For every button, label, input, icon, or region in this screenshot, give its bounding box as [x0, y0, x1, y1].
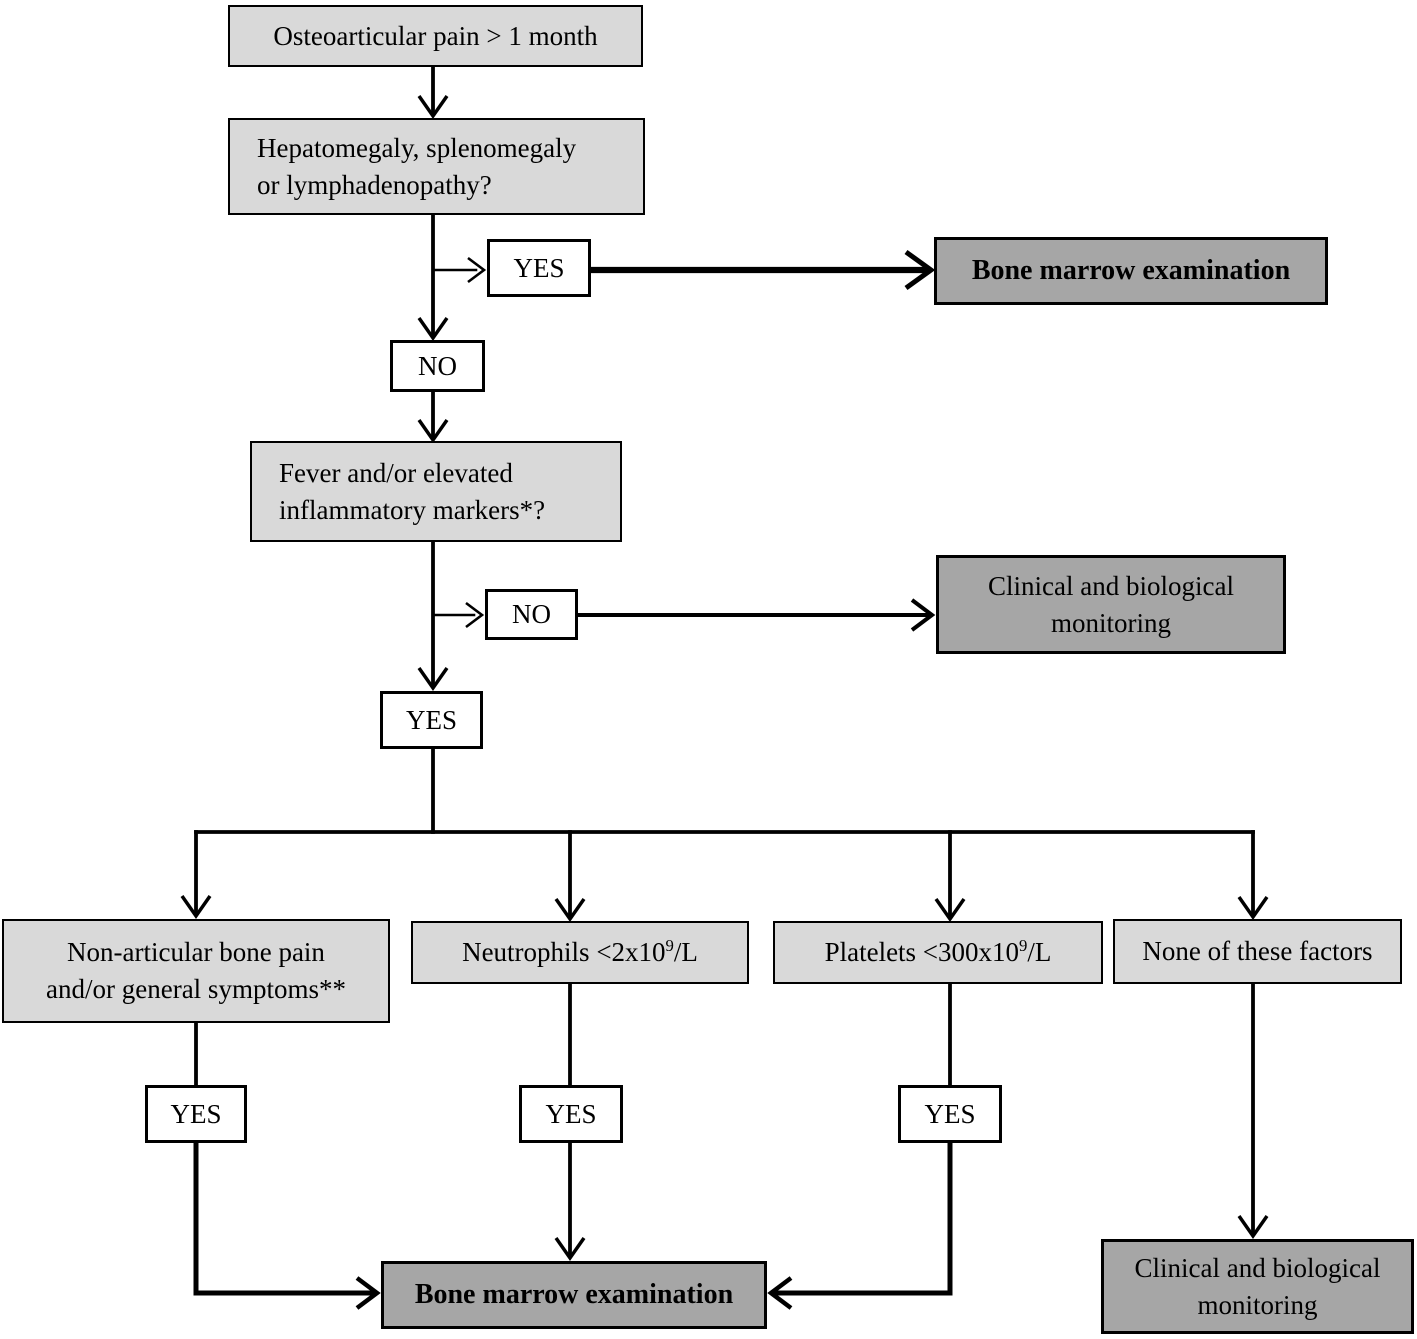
node-organomegaly-yes: YES — [487, 239, 591, 297]
arrowhead-down-fever — [417, 418, 449, 444]
arrowhead-down-no1 — [417, 316, 449, 342]
node-bone-pain-factor: Non-articular bone pain and/or general s… — [2, 919, 390, 1023]
arrowhead-down-platelets — [934, 897, 966, 923]
node-label: NO — [418, 350, 457, 381]
connector-elbow-left-to-bme2 — [193, 1140, 375, 1296]
node-fever-no: NO — [485, 589, 578, 640]
arrowhead-left-bme2 — [767, 1276, 793, 1310]
connectors — [193, 65, 1255, 1296]
node-label: Bone marrow examination — [414, 1278, 734, 1310]
arrowhead-right-bme2 — [355, 1276, 381, 1310]
node-label-line2: and/or general symptoms** — [46, 974, 346, 1004]
node-label: Clinical and biological monitoring — [1135, 1250, 1381, 1323]
node-label-line1: Hepatomegaly, splenomegaly — [257, 132, 577, 163]
node-label: Hepatomegaly, splenomegaly or lymphadeno… — [230, 130, 576, 203]
arrowhead-down-none — [1237, 895, 1269, 921]
arrowheads — [180, 94, 1269, 1310]
arrowhead-right-no2 — [465, 601, 485, 629]
node-label-line2: monitoring — [1050, 607, 1171, 638]
node-label-line1: Non-articular bone pain — [67, 937, 325, 968]
node-label-line1: Clinical and biological — [988, 570, 1234, 601]
node-label: Non-articular bone pain and/or general s… — [46, 934, 346, 1007]
node-organomegaly-no: NO — [390, 340, 485, 392]
node-bone-marrow-exam-bottom: Bone marrow examination — [381, 1261, 767, 1329]
node-label: YES — [545, 1098, 597, 1129]
node-neutrophils-yes: YES — [519, 1085, 623, 1143]
arrowhead-down-yes2 — [417, 666, 449, 692]
node-label: Fever and/or elevated inflammatory marke… — [252, 455, 545, 528]
node-label-line2: or lymphadenopathy? — [257, 169, 492, 200]
node-label-post: /L — [1027, 937, 1052, 968]
node-label-superscript: 9 — [665, 936, 674, 956]
node-label: YES — [513, 252, 565, 283]
node-platelets-yes: YES — [898, 1085, 1002, 1143]
node-label: Neutrophils <2x109/L — [462, 934, 698, 971]
node-label-superscript: 9 — [1019, 936, 1028, 956]
node-label: YES — [405, 704, 457, 735]
node-label-line1: Clinical and biological — [1134, 1252, 1381, 1283]
node-monitoring-bottom: Clinical and biological monitoring — [1101, 1239, 1414, 1334]
node-label: YES — [924, 1098, 976, 1129]
node-label: Osteoarticular pain > 1 month — [273, 20, 598, 51]
node-label: None of these factors — [1142, 936, 1373, 967]
arrowhead-right-yes1 — [467, 256, 487, 284]
node-fever-yes: YES — [380, 691, 483, 749]
node-bone-marrow-exam-top: Bone marrow examination — [934, 237, 1328, 305]
node-label-line2: inflammatory markers*? — [279, 494, 546, 525]
node-label-post: /L — [673, 937, 698, 968]
node-label-line2: monitoring — [1197, 1289, 1318, 1320]
node-osteoarticular-pain: Osteoarticular pain > 1 month — [228, 5, 643, 67]
node-label: YES — [170, 1098, 222, 1129]
connector-elbow-right-to-bme2 — [773, 1140, 953, 1296]
node-label: Bone marrow examination — [971, 254, 1291, 286]
node-organomegaly-question: Hepatomegaly, splenomegaly or lymphadeno… — [228, 118, 645, 215]
node-label-pre: Platelets <300x10 — [824, 937, 1020, 968]
node-platelets-factor: Platelets <300x109/L — [773, 921, 1103, 984]
node-label: Platelets <300x109/L — [825, 934, 1052, 971]
arrowhead-down-bme2 — [554, 1236, 586, 1262]
arrowhead-down-neutrophils — [554, 897, 586, 923]
arrowhead-down-bonepain — [180, 894, 212, 920]
node-neutrophils-factor: Neutrophils <2x109/L — [411, 921, 749, 984]
node-monitoring-top: Clinical and biological monitoring — [936, 555, 1286, 654]
arrowhead-down-organomegaly — [417, 94, 449, 120]
node-label: NO — [512, 599, 551, 630]
node-fever-question: Fever and/or elevated inflammatory marke… — [250, 441, 622, 542]
arrowhead-down-monitoring2 — [1237, 1214, 1269, 1240]
arrowhead-right-monitoring1 — [910, 598, 936, 632]
node-none-of-these-factors: None of these factors — [1113, 919, 1402, 984]
node-label-line1: Fever and/or elevated — [279, 457, 513, 488]
node-label: Clinical and biological monitoring — [988, 568, 1234, 641]
arrowhead-right-bme1 — [904, 249, 936, 291]
node-bone-pain-yes: YES — [145, 1085, 247, 1143]
node-label-pre: Neutrophils <2x10 — [462, 937, 666, 968]
